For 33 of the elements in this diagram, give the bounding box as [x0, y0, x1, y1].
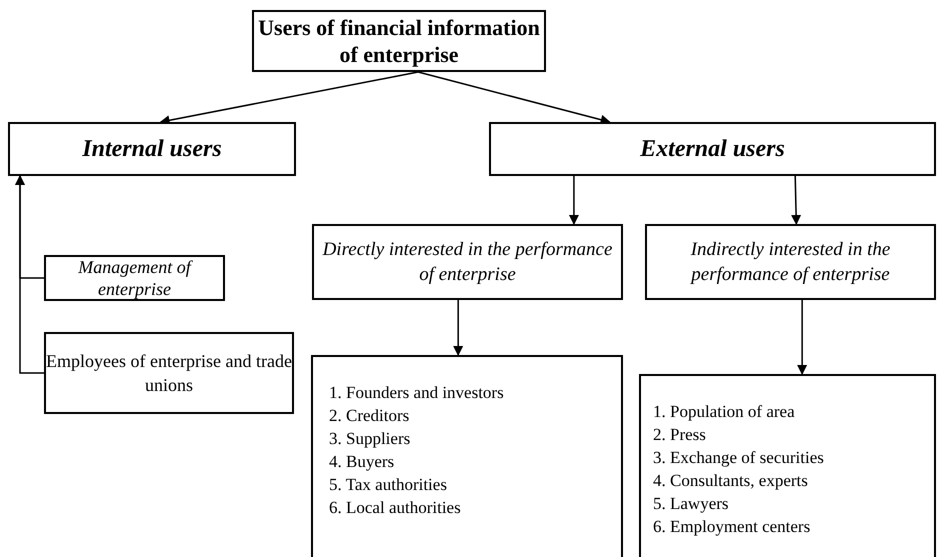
- box-label: External users: [640, 135, 785, 164]
- list-item: 4. Buyers: [329, 451, 394, 473]
- list-item: 5. Tax authorities: [329, 474, 447, 496]
- list-item: 1. Founders and investors: [329, 382, 504, 404]
- group-box: [645, 224, 936, 300]
- arrow: [15, 175, 44, 374]
- arrow: [791, 176, 802, 225]
- user-box: [44, 255, 225, 301]
- list-box: [311, 355, 623, 557]
- arrow: [453, 300, 464, 356]
- list-item: 3. Exchange of securities: [653, 447, 824, 469]
- list-item: 5. Lawyers: [653, 493, 729, 515]
- box-label: Users of financial information of enterprise: [257, 14, 541, 68]
- arrow: [418, 71, 611, 125]
- list-item: 3. Suppliers: [329, 428, 410, 450]
- user-box: [44, 332, 294, 414]
- category-box: [489, 122, 936, 176]
- group-box: [312, 224, 623, 300]
- box-label: Indirectly interested in the performance of enterprise: [689, 238, 892, 287]
- list-item: 2. Creditors: [329, 405, 410, 427]
- list-item: 4. Consultants, experts: [653, 470, 808, 492]
- list-item: 2. Press: [653, 424, 706, 446]
- arrow: [568, 176, 579, 225]
- list-item: 6. Local authorities: [329, 497, 461, 519]
- list-box: [639, 374, 936, 557]
- box-label: Directly interested in the performance of enterprise: [322, 238, 614, 287]
- box-label: Employees of enterprise and trade unions: [46, 350, 292, 397]
- category-box: [8, 122, 296, 176]
- list-item: 1. Population of area: [653, 401, 795, 423]
- arrow: [797, 300, 808, 375]
- list-item: 6. Employment centers: [653, 516, 810, 538]
- box-label: Internal users: [82, 135, 222, 164]
- box-label: Management of enterprise: [77, 256, 194, 300]
